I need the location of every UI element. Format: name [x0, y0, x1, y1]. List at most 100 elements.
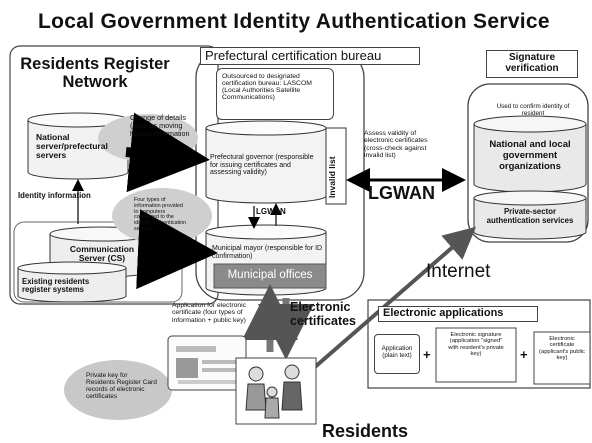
ns-l3: servers	[36, 150, 67, 161]
ap-l2: certificate (four types of	[172, 309, 243, 317]
ea-sig-l2: (application "signed"	[449, 338, 503, 345]
av-l2: electronic certificates	[364, 137, 428, 145]
ft-l5: identity authentication	[134, 220, 187, 227]
uc-l1: Used to confirm identity of	[496, 103, 570, 110]
lgwan-small-label: LGWAN	[256, 207, 286, 216]
os-l2: certification bureau: LASCOM	[222, 80, 312, 87]
pk-l4: certificates	[86, 393, 118, 401]
nl-l3: organizations	[499, 160, 561, 172]
identity-information-label: Identity information	[18, 191, 91, 200]
gv-l3: assessing validity)	[210, 169, 267, 177]
arrow-four-types	[136, 209, 218, 290]
invalid-list-box	[325, 127, 347, 205]
ec-l1: Electronic	[290, 300, 351, 314]
application-doc: Application (plain text)	[374, 334, 420, 374]
nl-l2: government	[502, 149, 558, 161]
certificate-doc-label: Electronic certificate (applicant's publ…	[534, 336, 590, 361]
private-sector-cylinder	[473, 190, 587, 240]
ea-cert-l3: (applicant's public	[539, 348, 585, 355]
av-l1: Assess validity of	[364, 130, 417, 137]
plus-sign-2: +	[520, 347, 528, 362]
governor-cylinder	[205, 120, 327, 204]
electronic-certificates-label: Electronic certificates	[290, 300, 356, 329]
residents-family-picture	[235, 357, 317, 425]
communication-server-label: Communication Server (CS)	[50, 244, 154, 264]
gv-l1: Prefectural governor (responsible	[210, 154, 314, 161]
existing-systems-cylinder	[17, 261, 127, 303]
uc-l2: resident	[521, 109, 545, 117]
national-server-label: National server/prefectural servers	[36, 132, 108, 161]
ns-l1: National	[36, 132, 70, 142]
national-local-cylinder	[473, 115, 587, 193]
ea-sig-l3: with resident's private	[448, 344, 504, 351]
cd-l2: (such as moving	[130, 120, 183, 130]
certificate-doc	[533, 331, 591, 385]
rr-heading-line1: Residents Register	[20, 55, 170, 73]
application-label: Application for electronic certificate (…	[172, 302, 246, 324]
ea-sig-l4: key)	[470, 350, 482, 357]
governor-label: Prefectural governor (responsible for is…	[210, 154, 326, 177]
private-key-oval	[64, 360, 172, 420]
sv-l1: Signature	[508, 52, 556, 63]
pk-l2: Residents Register Card	[86, 379, 157, 387]
pk-l3: records of electronic	[86, 386, 145, 394]
prefectural-heading: Prefectural certification bureau	[200, 47, 420, 66]
existing-systems-label: Existing residents register systems	[22, 277, 90, 295]
assess-validity-label: Assess validity of electronic certificat…	[364, 130, 427, 159]
invalid-list-label: Invalid list	[327, 156, 337, 198]
arrow-change-details	[125, 112, 210, 193]
ft-l4: connected to the	[134, 214, 174, 221]
ap-l1: Application for electronic	[172, 302, 247, 309]
electronic-applications-heading: Electronic applications	[378, 306, 538, 322]
municipal-offices-label: Municipal offices	[227, 269, 313, 281]
signature-region	[467, 83, 589, 243]
sv-l2: verification	[505, 62, 559, 74]
lgwan-big-label: LGWAN	[368, 183, 435, 203]
page-title: Local Government Identity Authentication…	[38, 10, 550, 33]
nl-l1: National and local	[489, 139, 571, 150]
os-l1: Outsourced to designated	[222, 73, 300, 80]
ft-l3: to computers	[134, 208, 166, 215]
ea-cert-l1: Electronic	[549, 336, 575, 342]
ea-cert-l2: certificate	[549, 342, 575, 349]
os-l4: Communications)	[222, 94, 275, 101]
signature-heading: Signature verification	[486, 50, 578, 78]
national-local-label: National and local government organizati…	[474, 139, 586, 173]
outsourced-box: Outsourced to designated certification b…	[216, 68, 334, 120]
ex-l2: register systems	[22, 285, 84, 295]
ps-l2: authentication services	[486, 215, 574, 225]
ea-sig-l1: Electronic signature	[450, 332, 502, 338]
ea-cert-l4: key)	[556, 354, 568, 361]
ft-l6: service	[134, 226, 152, 233]
os-l3: (Local Authorities Satellite	[222, 87, 301, 94]
cd-l3: house) information	[130, 128, 190, 138]
av-l3: (cross-check against	[364, 144, 427, 152]
private-key-label: Private key for Residents Register Card …	[86, 372, 157, 400]
ex-l1: Existing residents	[22, 277, 90, 286]
four-types-label: Four types of information provided to co…	[134, 197, 187, 233]
signature-doc	[435, 327, 517, 383]
used-to-confirm-label: Used to confirm identity of resident	[482, 103, 584, 118]
plus-sign-1: +	[423, 347, 431, 362]
residents-register-heading: Residents Register Network	[10, 55, 180, 92]
ft-l1: Four types of	[134, 197, 166, 203]
ns-l2: server/prefectural	[36, 141, 108, 152]
cs-l1: Communication	[69, 244, 135, 254]
ft-l2: information provided	[134, 202, 183, 209]
ps-l1: Private-sector	[503, 207, 556, 216]
mayor-label: Municipal mayor (responsible for ID conf…	[212, 245, 328, 260]
my-l2: confirmation)	[212, 252, 253, 260]
ap-l3: information + public key)	[172, 316, 246, 324]
cs-l2: Server (CS)	[78, 253, 126, 264]
rr-heading-line2: Network	[62, 72, 128, 91]
residents-label: Residents	[322, 421, 409, 441]
cd-l1: Change of details	[130, 113, 186, 122]
gv-l2: for issuing certificates and	[210, 161, 291, 169]
internet-label: Internet	[426, 261, 491, 282]
signature-doc-label: Electronic signature (application "signe…	[437, 332, 515, 357]
ec-l2: certificates	[290, 314, 357, 329]
my-l1: Municipal mayor (responsible for ID	[212, 245, 323, 252]
pk-l1: Private key for	[86, 372, 128, 379]
av-l4: invalid list)	[364, 151, 396, 159]
